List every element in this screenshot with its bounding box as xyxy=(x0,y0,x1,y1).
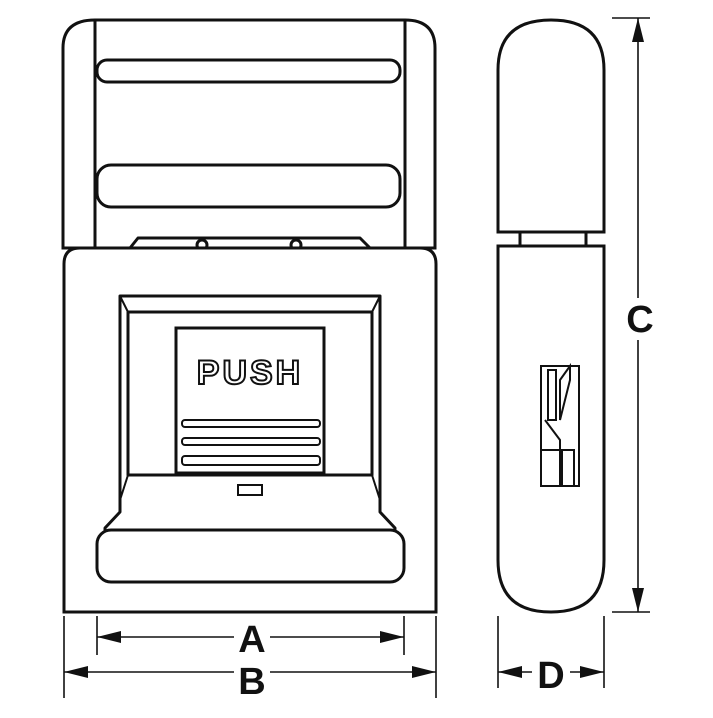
push-label: PUSH xyxy=(197,354,303,392)
label-b-bg xyxy=(234,658,270,694)
bottom-slot xyxy=(95,528,406,584)
dim-d-arrow-left xyxy=(498,666,522,678)
side-top-cap xyxy=(496,18,606,234)
dimension-label-a: A xyxy=(238,619,265,661)
dim-c-arrow-top xyxy=(632,18,644,42)
push-button[interactable] xyxy=(174,326,326,475)
side-neck xyxy=(518,230,588,248)
dim-b-arrow-left xyxy=(64,666,88,678)
recess-corner-tl xyxy=(119,295,129,313)
recess-corner-bl xyxy=(119,474,129,501)
grip-ridge-1 xyxy=(181,419,321,428)
dim-d-arrow-right xyxy=(580,666,604,678)
dimension-label-b: B xyxy=(238,661,265,703)
label-c-bg xyxy=(622,298,658,340)
top-slot-upper xyxy=(95,58,402,84)
dimension-label-c: C xyxy=(626,299,653,341)
buckle-front-view: PUSH xyxy=(61,18,438,614)
recess-corner-tr xyxy=(371,295,381,313)
grip-ridge-3 xyxy=(181,455,321,466)
connector-tab xyxy=(128,236,372,250)
dimension-label-d: D xyxy=(537,655,564,697)
buckle-side-view xyxy=(496,18,606,614)
dim-c-arrow-bottom xyxy=(632,588,644,612)
top-slot-lower xyxy=(95,163,402,209)
dim-a-arrow-left xyxy=(97,631,121,643)
dim-a-arrow-right xyxy=(380,631,404,643)
dim-b-arrow-right xyxy=(412,666,436,678)
top-frame xyxy=(61,18,437,250)
label-a-bg xyxy=(234,620,270,656)
grip-ridge-2 xyxy=(181,437,321,446)
latch-tab xyxy=(237,484,263,496)
label-d-bg xyxy=(532,654,570,692)
recess-corner-br xyxy=(371,474,381,501)
side-latch-profile xyxy=(540,362,580,487)
